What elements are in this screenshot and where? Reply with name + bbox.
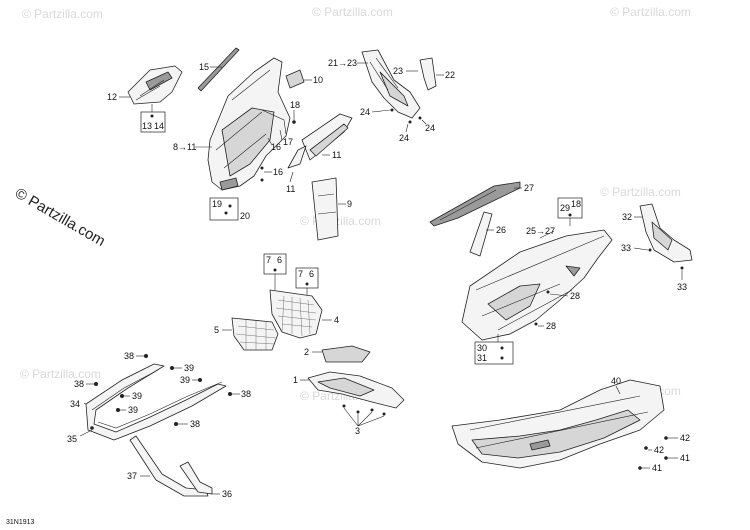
watermark-faint: © Partzilla.com <box>610 5 691 19</box>
callout-21-23: 21→23 <box>328 58 357 68</box>
callout-18a: 18 <box>290 100 300 110</box>
callout-14: 14 <box>154 121 164 131</box>
callout-19: 19 <box>212 199 222 209</box>
callout-39a: 39 <box>184 363 194 373</box>
callout-box-30-31 <box>474 341 514 365</box>
callout-29: 29 <box>560 203 570 213</box>
callout-25-27: 25→27 <box>526 226 555 236</box>
callout-4: 4 <box>334 315 339 325</box>
callout-28a: 28 <box>570 291 580 301</box>
callout-24c: 24 <box>399 133 409 143</box>
callout-22: 22 <box>445 70 455 80</box>
callout-16b: 16 <box>273 167 283 177</box>
watermark-faint: © Partzilla.com <box>600 185 681 199</box>
part-9-panel <box>311 177 339 241</box>
callout-box-19-20 <box>209 197 239 221</box>
callout-38b: 38 <box>74 379 84 389</box>
callout-8-11: 8→11 <box>173 142 196 152</box>
callout-6b: 6 <box>309 269 314 279</box>
watermark-faint: © Partzilla.com <box>312 5 393 19</box>
callout-38a: 38 <box>124 351 134 361</box>
callout-27: 27 <box>524 183 534 193</box>
callout-12: 12 <box>107 92 117 102</box>
callout-11a: 11 <box>332 150 341 160</box>
callout-10: 10 <box>313 75 323 85</box>
callout-33b: 33 <box>677 282 687 292</box>
callout-24b: 24 <box>425 123 435 133</box>
callout-26: 26 <box>496 225 506 235</box>
callout-2: 2 <box>304 347 309 357</box>
callout-39b: 39 <box>180 375 190 385</box>
callout-box-13-14 <box>140 111 166 133</box>
callout-11b: 11 <box>286 184 295 194</box>
part-25-27-side-panel <box>461 229 613 341</box>
part-11-deflectors <box>287 113 353 169</box>
callout-38d: 38 <box>190 419 200 429</box>
callout-32: 32 <box>622 212 632 222</box>
callout-42a: 42 <box>680 433 690 443</box>
callout-3: 3 <box>355 426 360 436</box>
callout-39c: 39 <box>132 391 142 401</box>
callout-41b: 41 <box>652 463 662 473</box>
callout-20: 20 <box>240 211 250 221</box>
callout-37: 37 <box>127 471 137 481</box>
callout-30: 30 <box>477 343 487 353</box>
part-2-bar <box>321 345 371 363</box>
watermark-faint: © Partzilla.com <box>20 367 101 381</box>
callout-34: 34 <box>70 399 80 409</box>
callout-16a: 16 <box>271 142 281 152</box>
watermark-faint: © Partzilla.com <box>22 7 103 21</box>
part-40-skid-plate <box>451 379 665 469</box>
callout-33a: 33 <box>621 243 631 253</box>
callout-31: 31 <box>477 353 487 363</box>
callout-24a: 24 <box>360 107 370 117</box>
callout-9: 9 <box>347 199 352 209</box>
callout-35: 35 <box>67 434 77 444</box>
part-32-bracket <box>639 203 693 263</box>
part-8-11-hood-panel <box>207 57 291 191</box>
callout-5: 5 <box>214 325 219 335</box>
part-21-23-bracket <box>361 49 421 119</box>
part-4-grille <box>269 289 323 339</box>
part-34-bumper-rails <box>85 363 227 441</box>
callout-28b: 28 <box>546 321 556 331</box>
watermark-faint: © Partzilla.com <box>300 214 381 228</box>
callout-41a: 41 <box>680 453 690 463</box>
callout-13: 13 <box>142 121 152 131</box>
part-26-panel <box>469 211 493 257</box>
callout-6a: 6 <box>277 255 282 265</box>
part-36-37-hooks <box>129 435 213 497</box>
callout-23: 23 <box>393 66 403 76</box>
callout-39d: 39 <box>128 405 138 415</box>
callout-7b: 7 <box>298 269 303 279</box>
callout-38c: 38 <box>241 389 251 399</box>
watermark-main: © Partzilla.com <box>12 185 108 250</box>
part-1-bumper <box>307 371 405 409</box>
callout-36: 36 <box>222 489 232 499</box>
part-10-block <box>285 69 305 89</box>
part-12-vent <box>127 65 183 105</box>
part-5-grille <box>231 317 279 351</box>
part-22-bracket <box>419 57 437 91</box>
callout-7a: 7 <box>266 255 271 265</box>
callout-17: 17 <box>283 137 293 147</box>
part-27-strip <box>429 181 521 227</box>
callout-15: 15 <box>199 62 209 72</box>
callout-18b: 18 <box>571 199 581 209</box>
callout-42b: 42 <box>654 445 664 455</box>
callout-1: 1 <box>293 375 298 385</box>
callout-40: 40 <box>611 376 621 386</box>
part-15-strip <box>197 47 240 92</box>
diagram-code: 31N1913 <box>6 519 35 526</box>
